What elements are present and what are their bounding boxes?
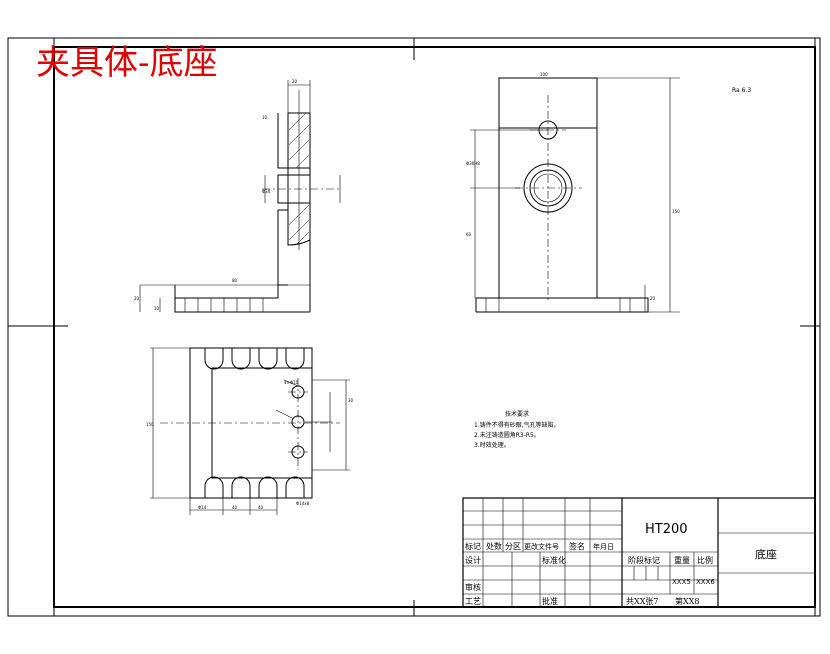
centering-marks	[8, 38, 820, 616]
label-mark: 标记	[465, 541, 481, 551]
plan-view	[150, 347, 350, 515]
sheet-number: 第XX8	[675, 596, 699, 606]
dim-side-base-h2: 10	[154, 306, 160, 311]
label-signature: 签名	[569, 541, 585, 551]
dim-side-bore: Φ30	[262, 189, 271, 194]
side-view	[139, 80, 341, 313]
dim-side-base-h: 20	[134, 296, 140, 301]
label-standardize: 标准化	[542, 555, 566, 565]
front-view	[470, 77, 680, 313]
dim-plan-bottom-a: Φ14	[198, 505, 207, 510]
dim-plan-right-a: 30	[348, 398, 354, 403]
dim-plan-right-b: 4×Φ10	[284, 380, 299, 385]
roughness-note: Ra 6.3	[732, 87, 751, 94]
dim-plan-bottom-c: 40	[258, 505, 264, 510]
label-design: 设计	[465, 555, 481, 565]
dim-plan-bottom-b: 40	[232, 505, 238, 510]
dim-side-base-len: 80	[232, 278, 238, 283]
title-block	[462, 497, 816, 608]
tech-req-heading: 技术要求	[505, 410, 529, 418]
dim-side-slot: 10	[262, 115, 268, 120]
label-change-doc: 更改文件号	[524, 542, 559, 551]
dim-front-left-a: Φ30H8	[466, 161, 480, 166]
label-review: 审核	[465, 582, 481, 592]
drawing-title: 夹具体-底座	[36, 43, 218, 83]
material-value: HT200	[645, 522, 688, 537]
weight-value: XXX5	[672, 578, 691, 586]
label-scale: 比例	[697, 555, 713, 565]
label-approve: 批准	[542, 596, 558, 606]
tech-req-item-3: 3.时效处理。	[474, 441, 510, 449]
tech-req-item-1: 1.铸件不得有砂眼,气孔等缺陷。	[474, 421, 560, 429]
dim-front-left-b: 60	[466, 232, 472, 237]
dim-front-top-width: 100	[540, 72, 548, 77]
scale-value: XXX6	[696, 578, 715, 586]
dim-plan-height: 150	[146, 422, 154, 427]
label-stage-mark: 阶段标记	[628, 555, 660, 565]
label-weight: 重量	[674, 555, 690, 565]
technical-requirements: 技术要求 1.铸件不得有砂眼,气孔等缺陷。 2.未注铸造圆角R3-R5。 3.时…	[474, 410, 560, 449]
label-count: 处数	[486, 541, 502, 551]
outer-border	[7, 37, 821, 617]
label-process: 工艺	[465, 597, 481, 606]
label-zone: 分区	[505, 542, 521, 551]
dim-side-top-width: 20	[292, 79, 298, 84]
label-date: 年月日	[593, 542, 614, 551]
tech-req-item-2: 2.未注铸造圆角R3-R5。	[474, 431, 540, 439]
sheets-total: 共XX张7	[626, 597, 658, 606]
part-name: 底座	[755, 547, 777, 561]
corner-ticks	[53, 38, 816, 616]
inner-frame	[53, 46, 816, 608]
dim-plan-bottom-d: Φ14x8	[296, 501, 310, 506]
dim-front-base-h: 20	[650, 296, 656, 301]
dim-front-height: 150	[672, 209, 680, 214]
